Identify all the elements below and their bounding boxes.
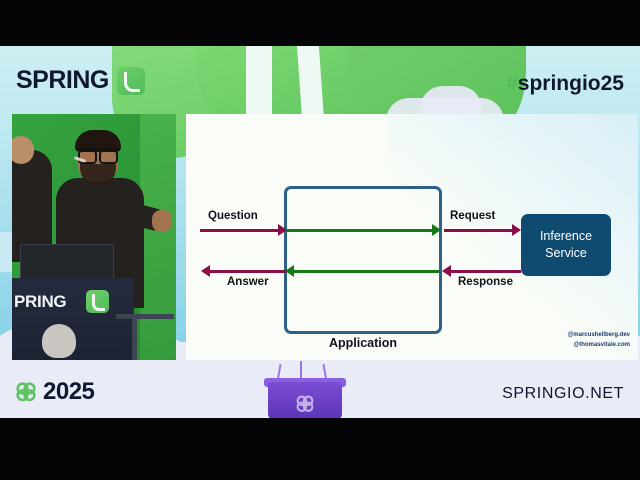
letterbox-top <box>0 0 640 46</box>
answer-arrow <box>210 270 286 273</box>
request-arrow <box>444 229 514 232</box>
question-label: Question <box>208 210 258 222</box>
basket-rope <box>300 361 302 381</box>
spring-leaf-icon <box>116 66 145 95</box>
application-label: Application <box>328 336 398 350</box>
credit-line-1: @marcushellberg.dev <box>567 332 630 339</box>
response-label: Response <box>458 276 513 288</box>
podium-rail <box>116 314 174 319</box>
request-label: Request <box>450 210 496 222</box>
secondary-speaker-body <box>12 150 52 262</box>
podium: PRING <box>12 278 134 360</box>
credit-line-2: @thomasvitale.com <box>573 341 630 348</box>
balloon-basket-graphic <box>262 361 348 418</box>
question-arrow-head <box>278 224 287 236</box>
event-website: SPRINGIO.NET <box>502 385 624 402</box>
hash-symbol: # <box>506 72 518 95</box>
springio-flower-icon <box>296 395 314 412</box>
answer-label: Answer <box>227 276 269 288</box>
letterbox-bottom <box>0 418 640 480</box>
internal-return-arrow-head <box>285 265 294 277</box>
event-year-logo: 2025 <box>14 378 95 406</box>
application-box <box>284 186 442 334</box>
balloon-graphic <box>42 324 76 358</box>
presentation-slide: Application Question Request Response An… <box>186 114 638 360</box>
speaker-hand <box>152 210 172 232</box>
slide-diagram: Application Question Request Response An… <box>186 114 638 360</box>
spring-leaf-icon <box>86 290 109 313</box>
speaker-hair <box>75 130 121 152</box>
request-arrow-head <box>512 224 521 236</box>
podium-wordmark: PRING <box>14 292 67 311</box>
internal-forward-arrow <box>286 229 438 232</box>
internal-forward-arrow-head <box>432 224 441 236</box>
question-arrow <box>200 229 284 232</box>
spring-wordmark: SPRING <box>16 66 109 94</box>
glasses-icon <box>76 148 120 164</box>
internal-return-arrow <box>294 270 440 273</box>
springio-flower-icon <box>16 382 36 402</box>
inference-service-line2: Service <box>545 246 587 260</box>
laptop-icon <box>13 244 125 287</box>
speaker-video-thumbnail[interactable]: PRING <box>12 114 176 360</box>
event-year-text: 2025 <box>43 378 95 405</box>
inference-service-box: Inference Service <box>521 214 611 276</box>
hashtag-text: springio25 <box>517 72 624 95</box>
podium-post <box>132 318 137 360</box>
speaker-beard <box>80 164 116 186</box>
secondary-speaker-head <box>12 136 34 164</box>
video-background-panel <box>140 114 176 360</box>
slide-credits: @marcushellberg.dev @thomasvitale.com <box>567 331 630 350</box>
spring-logo: SPRING <box>16 66 145 95</box>
response-arrow-head <box>442 265 451 277</box>
event-hashtag: #springio25 <box>506 72 624 96</box>
answer-arrow-head <box>201 265 210 277</box>
response-arrow <box>450 270 521 273</box>
inference-service-line1: Inference <box>539 229 593 244</box>
